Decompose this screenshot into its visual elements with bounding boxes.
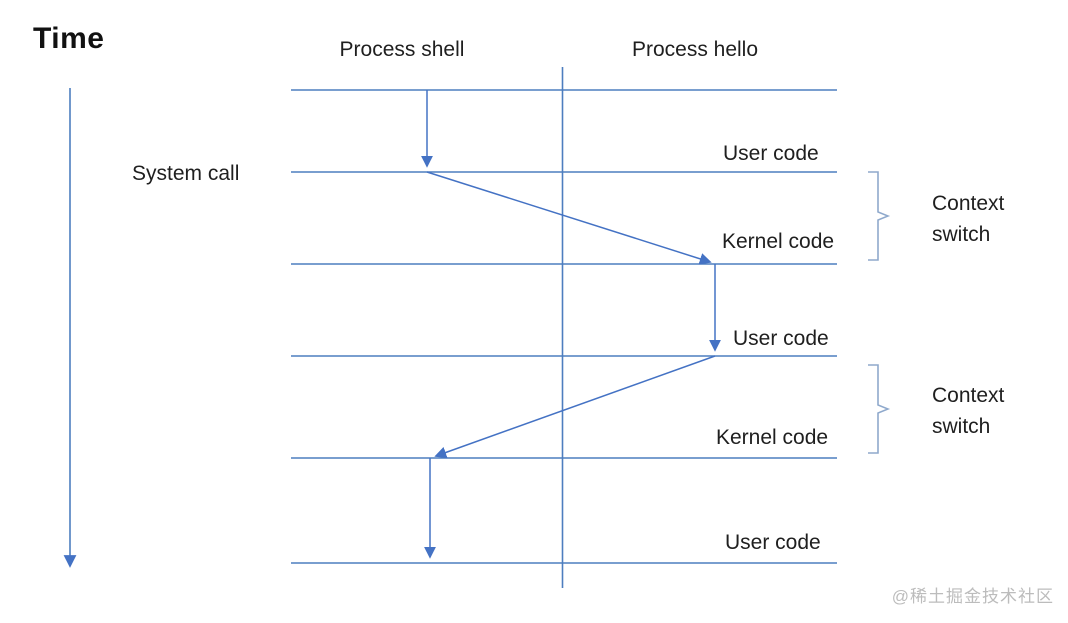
- site-watermark: @稀土掘金技术社区: [891, 587, 1054, 606]
- context-switch-annotation-2: Context switch: [932, 384, 1005, 438]
- kernel-code-label-1: Kernel code: [722, 230, 835, 253]
- user-code-label-1: User code: [723, 142, 819, 165]
- time-axis-title: Time: [33, 22, 105, 55]
- context-switch-annotation-1: Context switch: [932, 192, 1005, 246]
- control-flow-arrows: [421, 90, 721, 559]
- column-header-process-hello: Process hello: [631, 38, 759, 61]
- user-code-label-2: User code: [733, 327, 829, 350]
- context-switch-brace-1: [868, 171, 891, 261]
- context-switch-braces: [868, 171, 891, 454]
- switch-to-hello-diagonal: [426, 171, 712, 265]
- switch-to-shell-diagonal: [434, 355, 716, 459]
- context-switch-brace-2: [868, 364, 891, 454]
- system-call-label: System call: [132, 162, 240, 185]
- timeline-rails: [291, 89, 837, 564]
- user-code-label-3: User code: [725, 531, 821, 554]
- column-header-process-shell: Process shell: [339, 38, 465, 61]
- kernel-code-label-2: Kernel code: [716, 426, 829, 449]
